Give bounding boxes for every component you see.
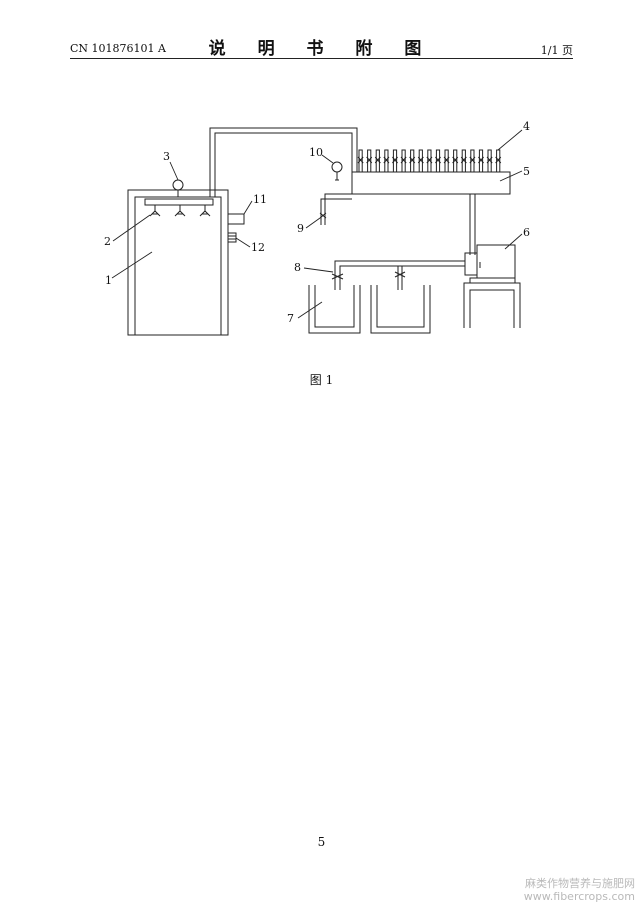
filter-plate-clamp <box>417 156 424 164</box>
watermark: 麻类作物营养与施肥网 www.fibercrops.com <box>524 877 635 903</box>
watermark-line-2: www.fibercrops.com <box>523 890 635 903</box>
filter-plate <box>401 149 406 173</box>
chamber-gauge <box>172 179 184 197</box>
press-gauge <box>331 161 343 181</box>
filter-plate-clamp <box>400 156 407 164</box>
watermark-line-1: 麻类作物营养与施肥网 <box>525 877 635 890</box>
figure-caption: 图 1 <box>309 373 334 387</box>
pump-riser <box>469 194 476 255</box>
label-1: 1 <box>105 274 112 287</box>
filter-plate-clamp <box>495 156 502 164</box>
filter-plate <box>487 149 492 173</box>
label-11: 11 <box>253 193 267 206</box>
filter-plate-clamp <box>452 156 459 164</box>
filter-press <box>351 149 511 195</box>
patent-drawing: 1 2 3 4 5 6 7 8 9 10 11 12 <box>104 120 530 336</box>
filter-plate-clamp <box>374 156 381 164</box>
filter-plate-clamp <box>460 156 467 164</box>
collection-tank-2 <box>370 285 431 334</box>
filter-plate <box>358 149 363 173</box>
label-7: 7 <box>287 312 294 325</box>
filter-plate-clamp <box>478 156 484 164</box>
page-count: 1/1 页 <box>540 44 573 57</box>
filter-plate-clamp <box>366 156 373 164</box>
filter-plate <box>384 149 389 173</box>
filter-plate-clamp <box>426 156 433 164</box>
page-number: 5 <box>317 835 326 849</box>
label-8: 8 <box>294 261 301 274</box>
filter-plate <box>392 149 398 173</box>
label-2: 2 <box>104 235 111 248</box>
label-4: 4 <box>523 120 530 133</box>
filter-plate-clamp <box>469 156 476 164</box>
filter-plates <box>357 149 502 173</box>
label-6: 6 <box>523 226 530 239</box>
label-3: 3 <box>163 150 170 163</box>
filter-plate <box>478 149 484 173</box>
pump <box>464 244 516 284</box>
filter-plate <box>427 149 432 173</box>
filter-plate-clamp <box>409 156 416 164</box>
header-rule <box>70 58 573 59</box>
page-title: 说 明 书 附 图 <box>208 39 435 59</box>
connecting-pipe <box>209 127 358 197</box>
tank-feed-pipe <box>331 260 465 290</box>
filter-plate <box>470 149 475 173</box>
left-outlet-pipe <box>319 193 352 225</box>
reference-labels: 1 2 3 4 5 6 7 8 9 10 11 12 <box>104 120 530 325</box>
label-10: 10 <box>309 146 323 159</box>
label-5: 5 <box>523 165 530 178</box>
filter-plate-clamp <box>486 156 493 164</box>
label-9: 9 <box>297 222 304 235</box>
filter-plate-clamp <box>357 156 364 164</box>
filter-plate <box>418 149 423 173</box>
collection-tank-1 <box>308 285 361 334</box>
leader-lines <box>111 129 523 319</box>
filter-plate <box>461 149 466 173</box>
filter-plate <box>444 149 449 173</box>
spray-manifold <box>144 198 214 217</box>
label-12: 12 <box>251 241 265 254</box>
chamber <box>127 189 229 336</box>
side-outlet <box>227 213 245 243</box>
filter-plate <box>453 149 458 173</box>
filter-plate <box>410 149 415 173</box>
filter-plate <box>435 149 441 173</box>
pump-stand <box>463 282 521 328</box>
filter-plate-clamp <box>383 156 390 164</box>
filter-plate <box>367 149 372 173</box>
filter-plate-clamp <box>392 156 398 164</box>
filter-plate-clamp <box>435 156 441 164</box>
page-header: CN 101876101 A 说 明 书 附 图 1/1 页 <box>70 30 573 60</box>
filter-plate-clamp <box>443 156 450 164</box>
patent-number: CN 101876101 A <box>70 42 166 55</box>
filter-plate <box>375 149 380 173</box>
